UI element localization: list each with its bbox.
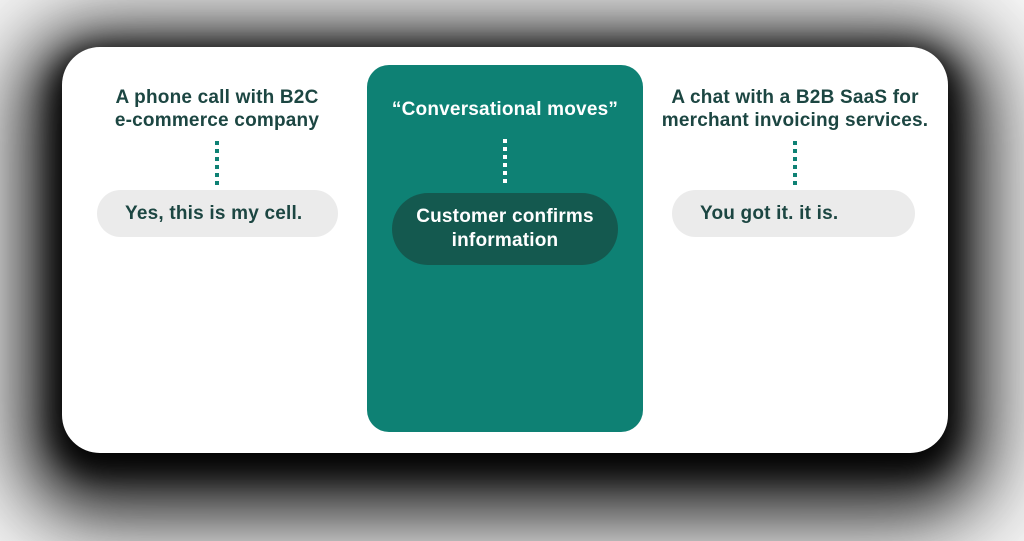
middle-connector-dotted-line xyxy=(503,139,507,183)
right-connector-dotted-line xyxy=(793,141,797,185)
customer-confirms-pill: Customer confirms information xyxy=(392,193,618,265)
conversational-moves-panel: “Conversational moves” Customer confirms… xyxy=(367,65,643,432)
right-column-heading: A chat with a B2B SaaS for merchant invo… xyxy=(661,87,929,131)
customer-confirms-pill-text: Customer confirms information xyxy=(416,206,594,251)
right-chat-bubble-text: You got it. it is. xyxy=(700,202,839,224)
right-chat-bubble: You got it. it is. xyxy=(672,190,915,237)
left-chat-bubble: Yes, this is my cell. xyxy=(97,190,338,237)
left-chat-bubble-text: Yes, this is my cell. xyxy=(125,202,303,224)
left-column-heading: A phone call with B2C e-commerce company xyxy=(114,87,320,131)
left-connector-dotted-line xyxy=(215,141,219,185)
conversational-moves-heading: “Conversational moves” xyxy=(391,99,619,120)
figure-card: A phone call with B2C e-commerce company… xyxy=(62,47,948,453)
